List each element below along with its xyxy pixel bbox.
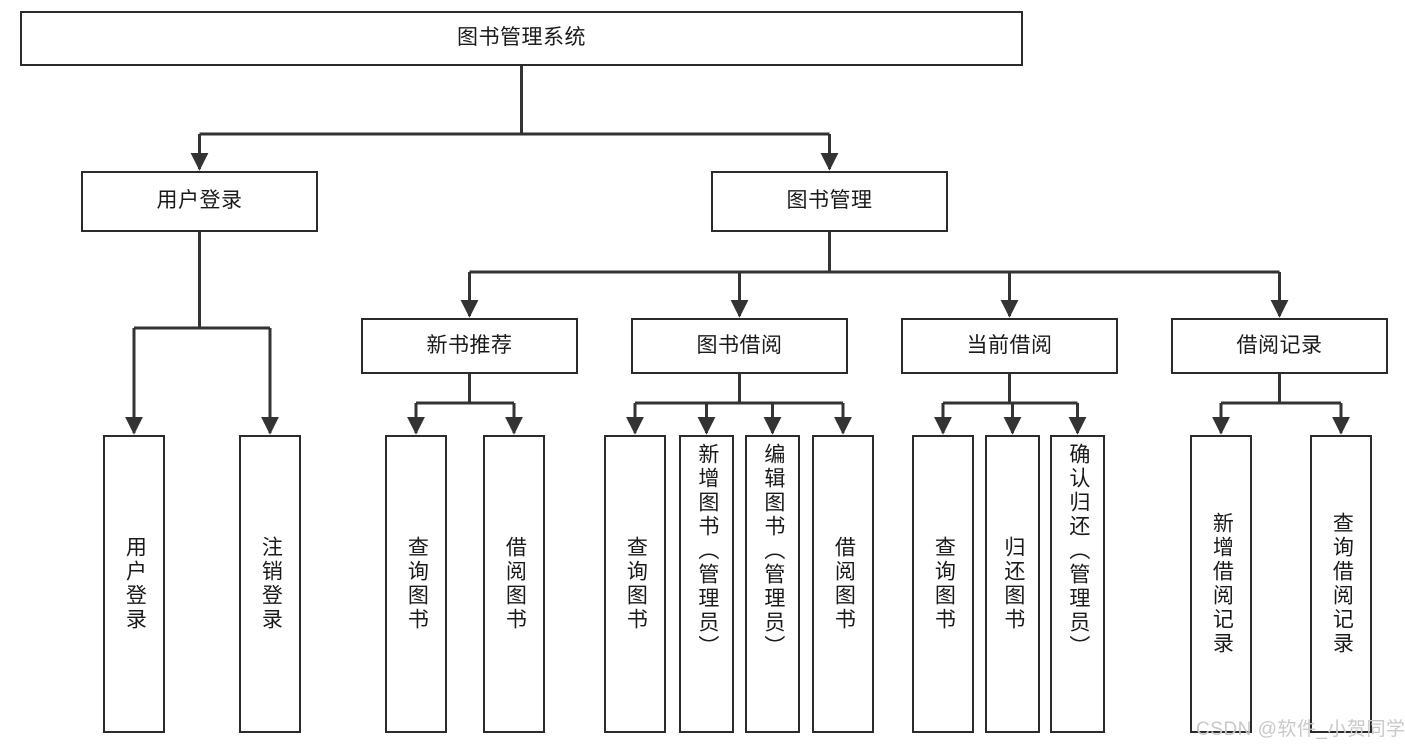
node-label: 用户登录 <box>156 189 243 213</box>
node-label: 查询图书 <box>624 536 648 632</box>
node-label: 借阅图书 <box>832 536 856 632</box>
node-label: 注销登录 <box>259 536 283 632</box>
node-leaf-cu-return[interactable]: 归还图书 <box>985 435 1040 733</box>
node-root[interactable]: 图书管理系统 <box>20 11 1023 66</box>
node-label: 查询借阅记录 <box>1330 512 1354 656</box>
edge-group <box>125 66 1350 435</box>
node-login[interactable]: 用户登录 <box>81 171 318 232</box>
node-label: 查询图书 <box>932 536 956 632</box>
node-leaf-bo-add[interactable]: 新增图书（管理员） <box>679 435 734 733</box>
node-label: 图书管理 <box>786 189 873 213</box>
node-newbook[interactable]: 新书推荐 <box>361 318 578 374</box>
node-borrow[interactable]: 图书借阅 <box>631 318 848 374</box>
node-leaf-cu-query[interactable]: 查询图书 <box>912 435 974 733</box>
node-leaf-cu-confirm[interactable]: 确认归还（管理员） <box>1050 435 1105 733</box>
node-label: 查询图书 <box>405 536 429 632</box>
node-leaf-rc-add[interactable]: 新增借阅记录 <box>1190 435 1252 733</box>
watermark-text: CSDN @软件_小贺同学 <box>1196 719 1405 740</box>
node-leaf-nb-query[interactable]: 查询图书 <box>385 435 447 733</box>
node-label: 新增图书（管理员） <box>695 443 719 659</box>
node-label: 借阅图书 <box>503 536 527 632</box>
node-current[interactable]: 当前借阅 <box>901 318 1118 374</box>
node-leaf-bo-query[interactable]: 查询图书 <box>604 435 666 733</box>
node-leaf-user-logout[interactable]: 注销登录 <box>239 435 301 733</box>
node-label: 当前借阅 <box>966 333 1053 357</box>
node-label: 编辑图书（管理员） <box>761 443 785 659</box>
node-label: 新增借阅记录 <box>1210 512 1234 656</box>
node-records[interactable]: 借阅记录 <box>1171 318 1388 374</box>
node-leaf-bo-edit[interactable]: 编辑图书（管理员） <box>745 435 800 733</box>
node-label: 借阅记录 <box>1236 333 1323 357</box>
node-label: 归还图书 <box>1001 536 1025 632</box>
node-bookmgmt[interactable]: 图书管理 <box>711 171 948 232</box>
node-label: 用户登录 <box>123 536 147 632</box>
node-label: 新书推荐 <box>426 333 513 357</box>
node-label: 图书借阅 <box>696 333 783 357</box>
node-label: 图书管理系统 <box>457 26 586 50</box>
node-leaf-user-login[interactable]: 用户登录 <box>103 435 165 733</box>
node-leaf-nb-borrow[interactable]: 借阅图书 <box>483 435 545 733</box>
node-leaf-bo-borrow[interactable]: 借阅图书 <box>812 435 874 733</box>
node-label: 确认归还（管理员） <box>1066 443 1090 659</box>
node-leaf-rc-query[interactable]: 查询借阅记录 <box>1310 435 1372 733</box>
